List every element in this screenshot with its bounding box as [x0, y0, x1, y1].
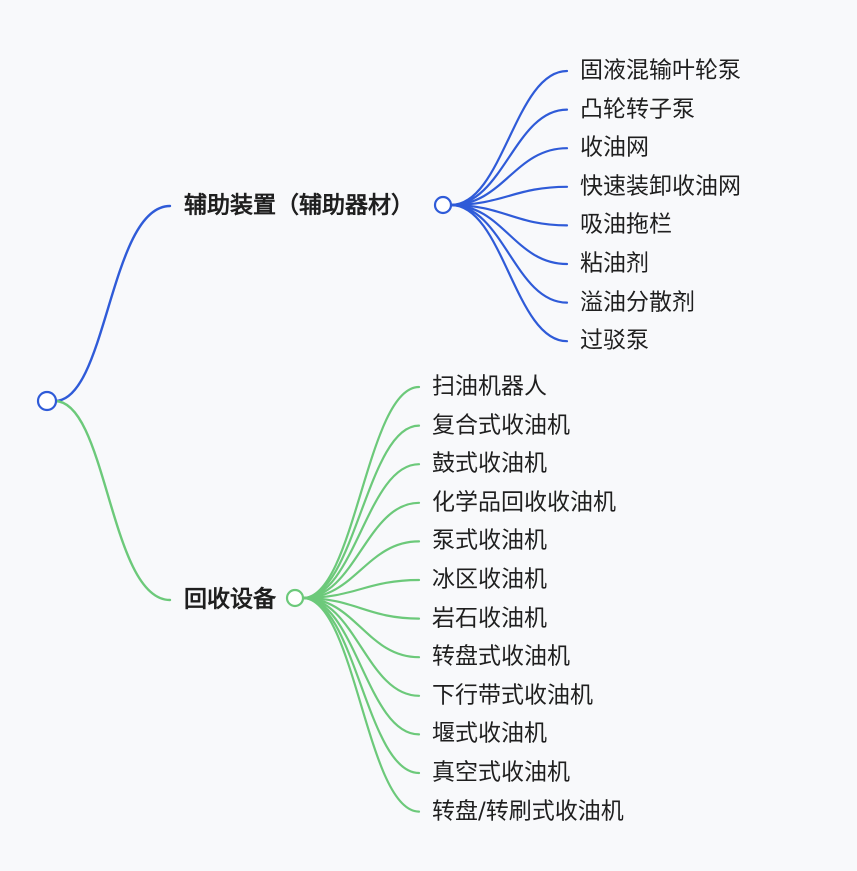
branch-label-rec[interactable]: 回收设备	[184, 586, 276, 613]
leaf-label-aux[interactable]: 快速装卸收油网	[580, 173, 741, 200]
edge-rec-leaf	[301, 424, 421, 600]
leaf-label-rec[interactable]: 复合式收油机	[432, 412, 570, 439]
edge-rec-leaf	[301, 596, 421, 813]
edge-rec-leaf	[301, 596, 421, 659]
edge-aux-leaf	[449, 108, 569, 207]
leaf-label-aux[interactable]: 凸轮转子泵	[580, 96, 695, 123]
edge-aux-leaf	[449, 203, 569, 266]
leaf-label-aux[interactable]: 吸油拖栏	[580, 211, 672, 238]
edge-rec-leaf	[301, 596, 421, 620]
leaf-label-rec[interactable]: 鼓式收油机	[432, 450, 547, 477]
branch-node-aux[interactable]	[433, 195, 453, 215]
leaf-label-aux[interactable]: 溢油分散剂	[580, 289, 695, 316]
edge-rec-leaf	[301, 596, 421, 775]
edge-aux-leaf	[449, 69, 569, 207]
edge-aux-leaf	[449, 147, 569, 207]
branch-node-rec[interactable]	[285, 588, 305, 608]
leaf-label-rec[interactable]: 岩石收油机	[432, 605, 547, 632]
leaf-label-rec[interactable]: 转盘式收油机	[432, 643, 570, 670]
edge-rec-leaf	[301, 501, 421, 600]
edge-root-to-aux	[53, 204, 172, 403]
edge-rec-leaf	[301, 540, 421, 600]
leaf-label-rec[interactable]: 扫油机器人	[432, 373, 547, 400]
leaf-label-rec[interactable]: 冰区收油机	[432, 566, 547, 593]
leaf-label-rec[interactable]: 堰式收油机	[432, 720, 547, 747]
leaf-label-aux[interactable]: 过驳泵	[580, 327, 649, 354]
leaf-label-rec[interactable]: 转盘/转刷式收油机	[432, 798, 624, 825]
edge-root-to-rec	[53, 399, 172, 602]
edge-rec-leaf	[301, 385, 421, 600]
edge-aux-leaf	[449, 203, 569, 227]
leaf-label-rec[interactable]: 化学品回收收油机	[432, 489, 616, 516]
leaf-label-rec[interactable]: 下行带式收油机	[432, 682, 593, 709]
leaf-label-rec[interactable]: 真空式收油机	[432, 759, 570, 786]
leaf-label-aux[interactable]: 粘油剂	[580, 250, 649, 277]
root-node[interactable]	[36, 390, 58, 412]
leaf-label-aux[interactable]: 收油网	[580, 134, 649, 161]
edge-aux-leaf	[449, 203, 569, 343]
leaf-label-rec[interactable]: 泵式收油机	[432, 527, 547, 554]
edge-rec-leaf	[301, 578, 421, 600]
branch-label-aux[interactable]: 辅助装置（辅助器材）	[184, 192, 414, 219]
edge-rec-leaf	[301, 596, 421, 736]
leaf-label-aux[interactable]: 固液混输叶轮泵	[580, 57, 741, 84]
edge-aux-leaf	[449, 203, 569, 304]
edge-aux-leaf	[449, 185, 569, 207]
edge-rec-leaf	[301, 463, 421, 600]
edge-rec-leaf	[301, 596, 421, 697]
